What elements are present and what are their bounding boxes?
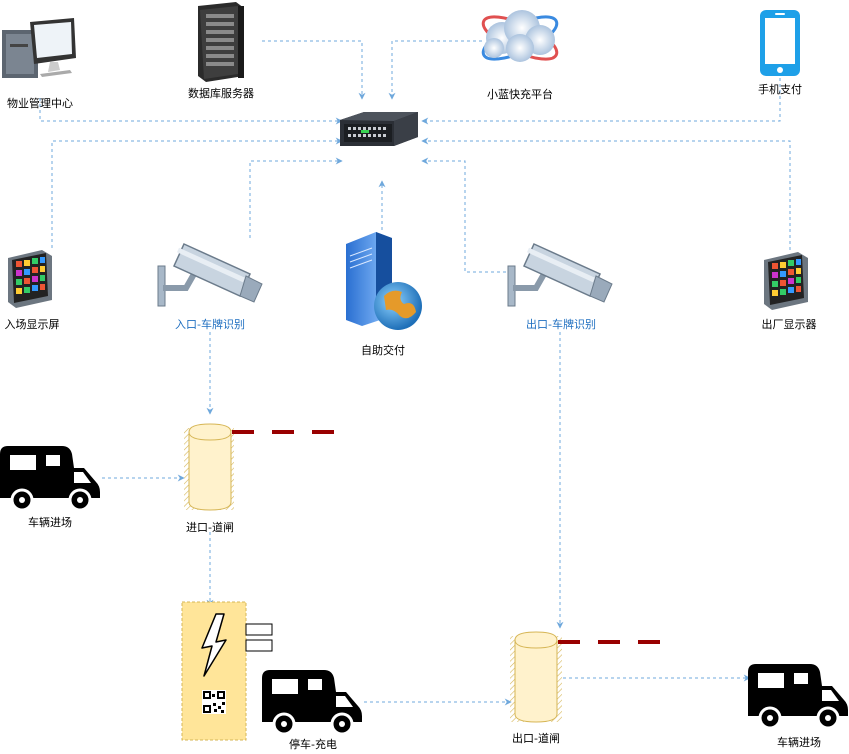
label-charging-platform: 小蓝快充平台 — [487, 88, 553, 101]
server-rack-icon — [198, 2, 244, 82]
label-exit-camera: 出口-车牌识别 — [526, 318, 596, 331]
barrier-gate-icon — [184, 423, 342, 511]
cloud-network-icon — [481, 10, 559, 62]
web-server-globe-icon — [346, 232, 422, 330]
label-mobile-pay: 手机支付 — [758, 83, 802, 96]
smartphone-icon — [760, 10, 800, 76]
label-property-center: 物业管理中心 — [7, 97, 73, 110]
label-db-server: 数据库服务器 — [188, 87, 254, 100]
surveillance-camera-icon — [508, 244, 612, 306]
connector-entry-camera-switch — [249, 157, 343, 238]
label-parking-charging: 停车-充电 — [289, 738, 337, 751]
label-entry-gate: 进口-道闸 — [186, 521, 234, 534]
connector-property-switch — [39, 98, 343, 125]
connector-exit-camera-switch — [421, 157, 512, 273]
truck-icon — [0, 444, 102, 512]
label-vehicle-in: 车辆进场 — [28, 516, 72, 529]
label-auto-pay: 自助交付 — [361, 344, 405, 357]
truck-icon — [746, 662, 849, 730]
charging-pile-icon — [181, 601, 273, 741]
label-entry-display: 入场显示屏 — [4, 318, 60, 331]
desktop-computer-icon — [2, 18, 76, 78]
display-monitor-icon — [764, 252, 808, 310]
connector-entry-display-switch — [51, 137, 343, 248]
label-exit-display: 出厂显示器 — [761, 318, 817, 331]
surveillance-camera-icon — [158, 244, 262, 306]
label-exit-gate: 出口-道闸 — [512, 732, 560, 745]
connector-db-switch — [262, 40, 366, 100]
connector-mobile-switch — [421, 78, 781, 125]
barrier-gate-icon — [510, 631, 668, 723]
label-vehicle-out: 车辆进场 — [777, 736, 821, 749]
truck-icon — [260, 668, 364, 736]
connector-exit-display-switch — [421, 137, 791, 250]
display-monitor-icon — [8, 250, 52, 308]
label-entry-camera: 入口-车牌识别 — [175, 318, 245, 331]
network-switch-icon — [340, 112, 418, 146]
qr-code-icon — [202, 690, 226, 714]
connector-platform-switch — [388, 40, 482, 100]
